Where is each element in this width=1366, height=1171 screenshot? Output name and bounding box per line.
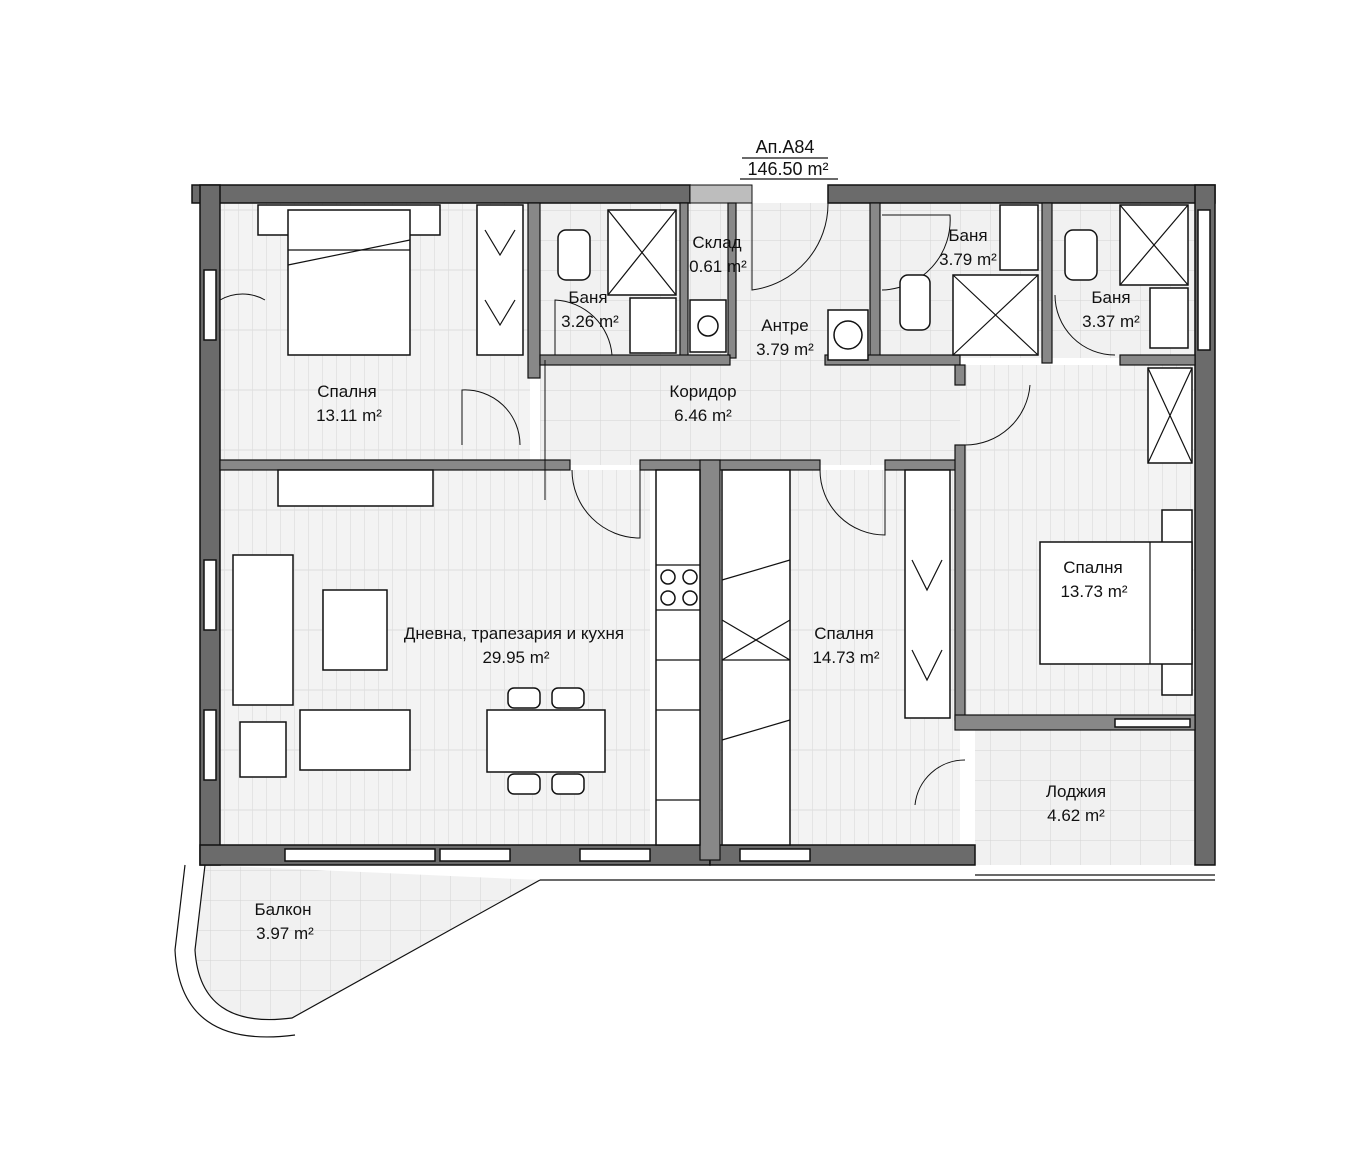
apartment-name: Ап.А84 xyxy=(756,137,815,157)
wall-top-right xyxy=(827,184,1216,204)
svg-text:6.46 m²: 6.46 m² xyxy=(674,406,732,425)
svg-text:Спалня: Спалня xyxy=(317,382,376,401)
room-label-balcony: Балкон 3.97 m² xyxy=(254,900,314,943)
entrance-threshold xyxy=(689,184,753,204)
svg-text:Спалня: Спалня xyxy=(1063,558,1122,577)
furniture xyxy=(232,204,1193,846)
svg-text:13.11 m²: 13.11 m² xyxy=(316,406,382,425)
windows xyxy=(203,209,1211,862)
svg-text:Спалня: Спалня xyxy=(814,624,873,643)
room-label-bath-1: Баня 3.26 m² xyxy=(561,288,619,331)
room-label-bedroom-2: Спалня 14.73 m² xyxy=(812,624,879,667)
svg-text:Баня: Баня xyxy=(1091,288,1130,307)
svg-text:Лоджия: Лоджия xyxy=(1046,782,1106,801)
room-label-loggia: Лоджия 4.62 m² xyxy=(1046,782,1106,825)
room-label-bedroom-1: Спалня 13.11 m² xyxy=(316,382,382,425)
wall-right xyxy=(1194,184,1216,866)
room-label-bedroom-3: Спалня 13.73 m² xyxy=(1060,558,1127,601)
floor-balcony xyxy=(195,865,540,1020)
doors xyxy=(219,202,1116,806)
svg-text:Склад: Склад xyxy=(692,233,741,252)
svg-text:3.79 m²: 3.79 m² xyxy=(756,340,814,359)
room-label-entrance: Антре 3.79 m² xyxy=(756,316,814,359)
svg-text:3.97 m²: 3.97 m² xyxy=(256,924,314,943)
svg-text:4.62 m²: 4.62 m² xyxy=(1047,806,1105,825)
svg-text:Дневна, трапезария и кухня: Дневна, трапезария и кухня xyxy=(404,624,624,643)
svg-text:0.61 m²: 0.61 m² xyxy=(689,257,747,276)
wall-top-left xyxy=(191,184,691,204)
room-label-bath-2: Баня 3.79 m² xyxy=(939,226,997,269)
room-label-bath-3: Баня 3.37 m² xyxy=(1082,288,1140,331)
svg-text:3.79 m²: 3.79 m² xyxy=(939,250,997,269)
apartment-total-area: 146.50 m² xyxy=(747,159,828,179)
svg-text:Балкон: Балкон xyxy=(254,900,311,919)
floor-loggia xyxy=(975,730,1195,865)
room-label-storage: Склад 0.61 m² xyxy=(689,233,747,276)
svg-text:Баня: Баня xyxy=(948,226,987,245)
svg-text:13.73 m²: 13.73 m² xyxy=(1060,582,1127,601)
svg-text:Коридор: Коридор xyxy=(669,382,736,401)
room-label-living: Дневна, трапезария и кухня 29.95 m² xyxy=(404,624,624,667)
svg-text:29.95 m²: 29.95 m² xyxy=(482,648,549,667)
svg-text:Баня: Баня xyxy=(568,288,607,307)
room-label-corridor: Коридор 6.46 m² xyxy=(669,382,736,425)
svg-text:14.73 m²: 14.73 m² xyxy=(812,648,879,667)
svg-text:3.26 m²: 3.26 m² xyxy=(561,312,619,331)
svg-text:Антре: Антре xyxy=(761,316,808,335)
svg-text:3.37 m²: 3.37 m² xyxy=(1082,312,1140,331)
